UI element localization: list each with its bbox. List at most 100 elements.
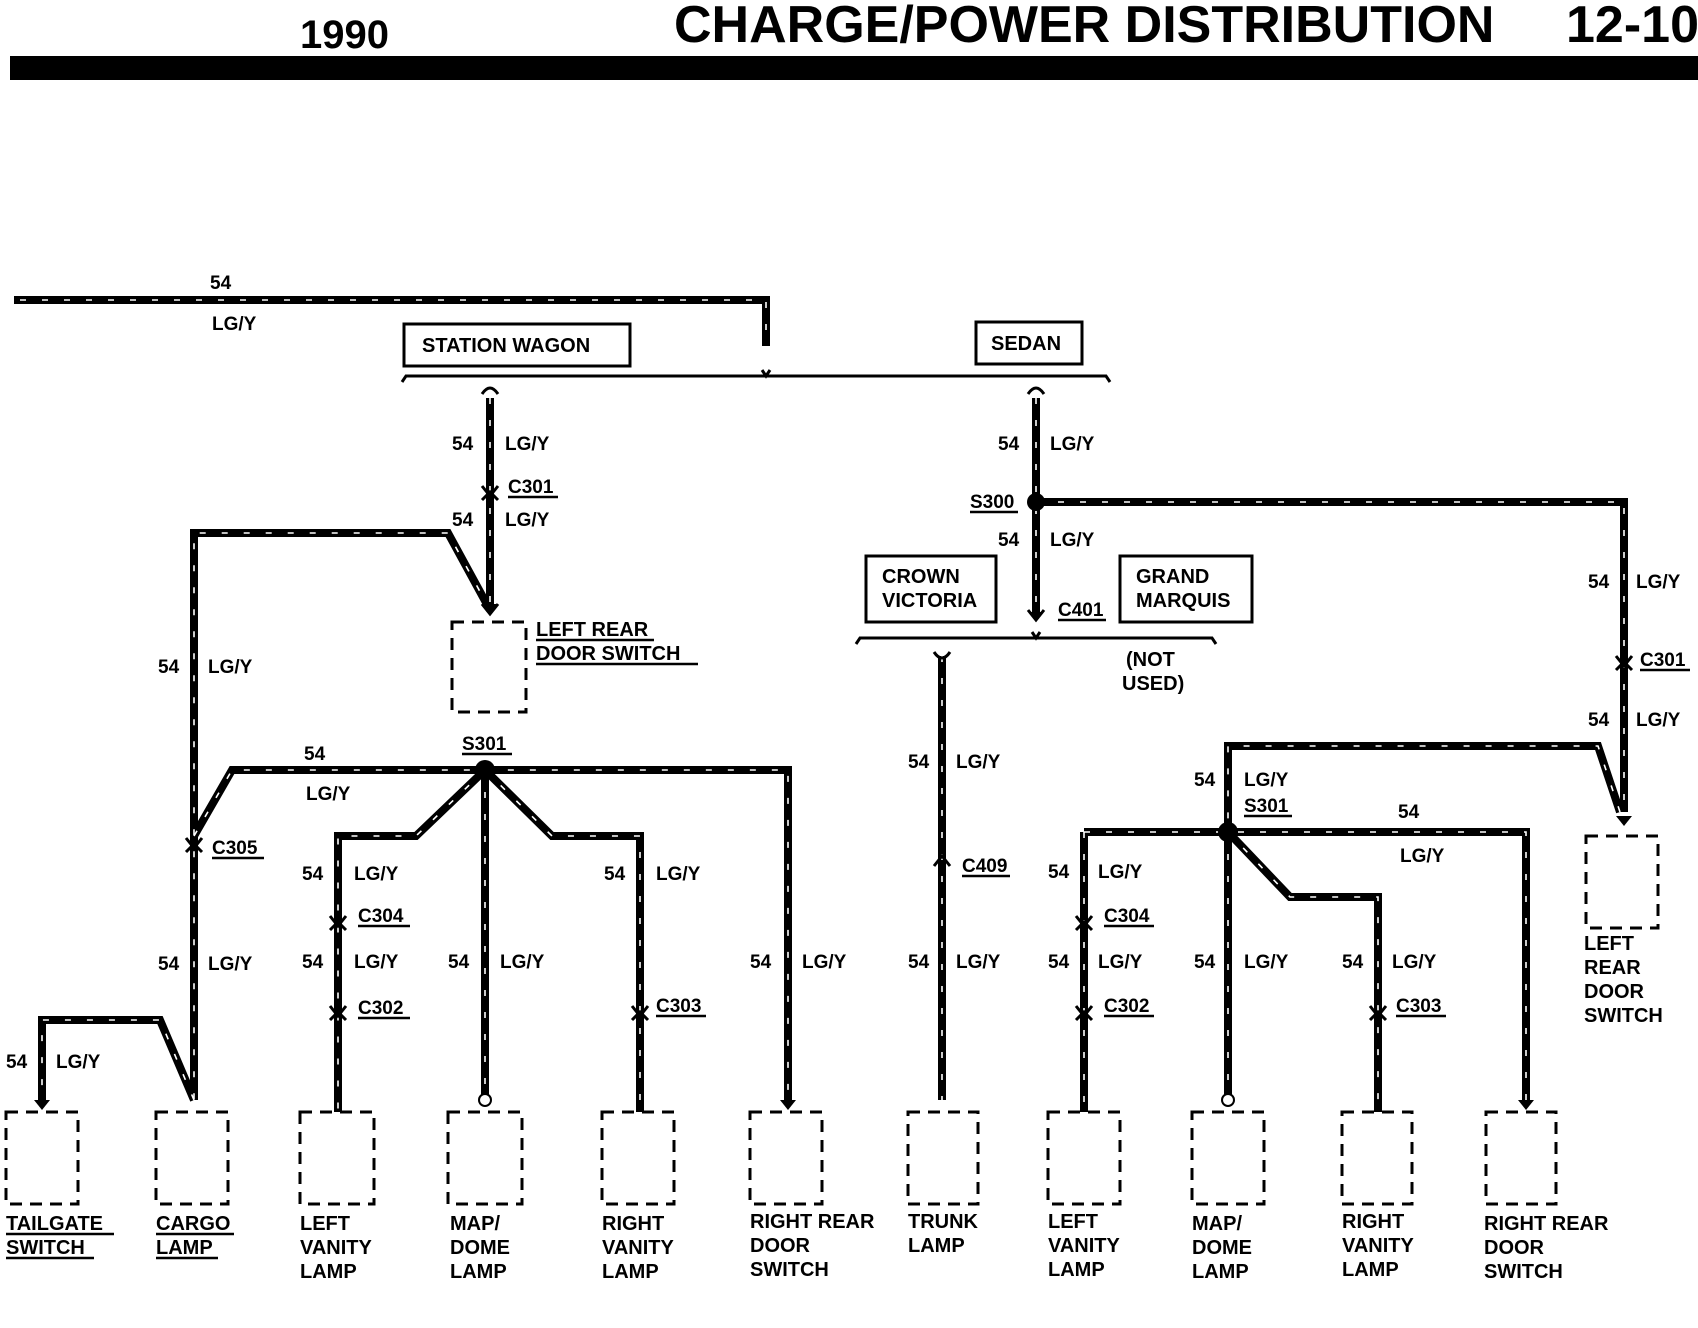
component-label: VANITY <box>1048 1235 1121 1257</box>
wire-number-label: 54 <box>452 510 474 531</box>
left-vanity-lamp-sedan <box>1046 1110 1122 1206</box>
splice-s301-sedan: S301 <box>1244 796 1289 817</box>
wire-right-vanity-sw <box>482 767 644 1112</box>
sedan-label: SEDAN <box>991 333 1061 355</box>
splice-s301-wagon: S301 <box>462 734 507 755</box>
wire-number-label: 54 <box>604 864 626 885</box>
not-used-line-2: USED) <box>1122 673 1184 695</box>
connector-c304-wagon: C304 <box>358 906 404 927</box>
component-label: MAP/ <box>450 1213 500 1235</box>
component-label: LAMP <box>908 1235 965 1257</box>
component-label: LAMP <box>450 1261 507 1283</box>
connector-c401: C401 <box>1058 600 1104 621</box>
wire-number-label: 54 <box>908 952 930 973</box>
component-label: DOOR <box>750 1235 811 1257</box>
wire-sw-left-branch <box>190 529 494 1100</box>
component-label: RIGHT REAR <box>750 1211 875 1233</box>
wire-number-label: 54 <box>158 657 180 678</box>
connector-c302-sedan: C302 <box>1104 996 1149 1017</box>
connector-marks <box>184 386 1634 1107</box>
wire-dashes <box>20 299 1625 1112</box>
wires <box>14 296 1628 1112</box>
connector-c302-wagon: C302 <box>358 998 403 1019</box>
component-label: TAILGATE <box>6 1213 103 1235</box>
wire-number-label: 54 <box>908 752 930 773</box>
wire-number-label: 54 <box>210 273 232 294</box>
crown-victoria-box <box>864 554 998 624</box>
connector-c303-sedan: C303 <box>1396 996 1441 1017</box>
component-label: LEFT REAR <box>536 619 649 641</box>
grand-marquis-box <box>1118 554 1254 624</box>
wire-color-label: LG/Y <box>1098 952 1143 973</box>
wire-color-label: LG/Y <box>208 954 253 975</box>
splice-s300: S300 <box>970 492 1014 513</box>
right-rear-door-switch-wagon <box>748 1110 824 1206</box>
crown-victoria-line-2: VICTORIA <box>882 590 977 612</box>
wire-number-label: 54 <box>158 954 180 975</box>
component-label: SWITCH <box>1484 1261 1563 1283</box>
connector-c409: C409 <box>962 856 1007 877</box>
wire-number-label: 54 <box>6 1052 28 1073</box>
trunk-lamp <box>906 1110 980 1206</box>
cargo-lamp <box>154 1110 230 1206</box>
wire-number-label: 54 <box>998 530 1020 551</box>
connector-c301-sedan: C301 <box>1640 650 1686 671</box>
option-brackets <box>400 369 1218 645</box>
wire-number-label: 54 <box>304 744 326 765</box>
wire-color-label: LG/Y <box>1244 770 1289 791</box>
wire-number-label: 54 <box>1194 952 1216 973</box>
component-label: CARGO <box>156 1213 230 1235</box>
component-label: LAMP <box>1342 1259 1399 1281</box>
wire-color-label: LG/Y <box>656 864 701 885</box>
splice-dot-s301-sedan <box>1218 822 1238 842</box>
component-label: SWITCH <box>6 1237 85 1259</box>
header-page-number: 12-10 <box>1566 0 1698 54</box>
ground-terminal-dome-wagon <box>478 1093 492 1107</box>
not-used-line-1: (NOT <box>1126 649 1175 671</box>
grand-marquis-line-1: GRAND <box>1136 566 1209 588</box>
splice-dot-s301-wagon <box>475 760 495 780</box>
wire-color-label: LG/Y <box>212 314 257 335</box>
ground-terminal-dome-sedan <box>1221 1093 1235 1107</box>
component-label: RIGHT <box>602 1213 664 1235</box>
connector-labels: C301 S301 C305 C304 C302 C303 S300 C401 … <box>212 477 1690 1020</box>
option-boxes: STATION WAGON SEDAN CROWN VICTORIA GRAND… <box>402 320 1254 695</box>
wire-number-label: 54 <box>302 864 324 885</box>
station-wagon-box <box>402 322 632 368</box>
wire-number-label: 54 <box>1588 572 1610 593</box>
wire-color-label: LG/Y <box>306 784 351 805</box>
component-label: RIGHT <box>1342 1211 1404 1233</box>
wire-number-label: 54 <box>750 952 772 973</box>
wire-color-label: LG/Y <box>1050 530 1095 551</box>
component-label: DOOR <box>1584 981 1645 1003</box>
connector-c305: C305 <box>212 838 258 859</box>
wire-color-label: LG/Y <box>1050 434 1095 455</box>
page-header: 1990 CHARGE/POWER DISTRIBUTION 12-10 <box>10 0 1698 80</box>
right-vanity-lamp-wagon <box>600 1110 676 1206</box>
wire-number-label: 54 <box>1398 802 1420 823</box>
map-dome-lamp-sedan <box>1190 1110 1266 1206</box>
wire-number-label: 54 <box>1194 770 1216 791</box>
connector-c303-wagon: C303 <box>656 996 701 1017</box>
wire-color-label: LG/Y <box>1400 846 1445 867</box>
component-label: SWITCH <box>750 1259 829 1281</box>
bracket-wagon-sedan <box>400 374 1112 383</box>
component-label: REAR <box>1584 957 1641 979</box>
component-label: DOME <box>1192 1237 1252 1259</box>
wire-color-label: LG/Y <box>505 510 550 531</box>
splice-dot-s300 <box>1027 493 1045 511</box>
wire-color-label: LG/Y <box>802 952 847 973</box>
wire-color-label: LG/Y <box>1244 952 1289 973</box>
right-vanity-lamp-sedan <box>1340 1110 1414 1206</box>
wire-number-label: 54 <box>448 952 470 973</box>
wire-color-label: LG/Y <box>500 952 545 973</box>
wire-labels: 54 LG/Y 54 LG/Y 54 LG/Y 54 LG/Y 54 LG/Y … <box>6 273 1681 1073</box>
component-label: SWITCH <box>1584 1005 1663 1027</box>
component-label: LAMP <box>300 1261 357 1283</box>
connector-c301-wagon: C301 <box>508 477 554 498</box>
component-label: RIGHT REAR <box>1484 1213 1609 1235</box>
components: LEFT REAR DOOR SWITCH TAILGATE SWITCH CA… <box>4 619 1663 1283</box>
component-label: VANITY <box>602 1237 675 1259</box>
grand-marquis-line-2: MARQUIS <box>1136 590 1230 612</box>
wire-number-label: 54 <box>998 434 1020 455</box>
